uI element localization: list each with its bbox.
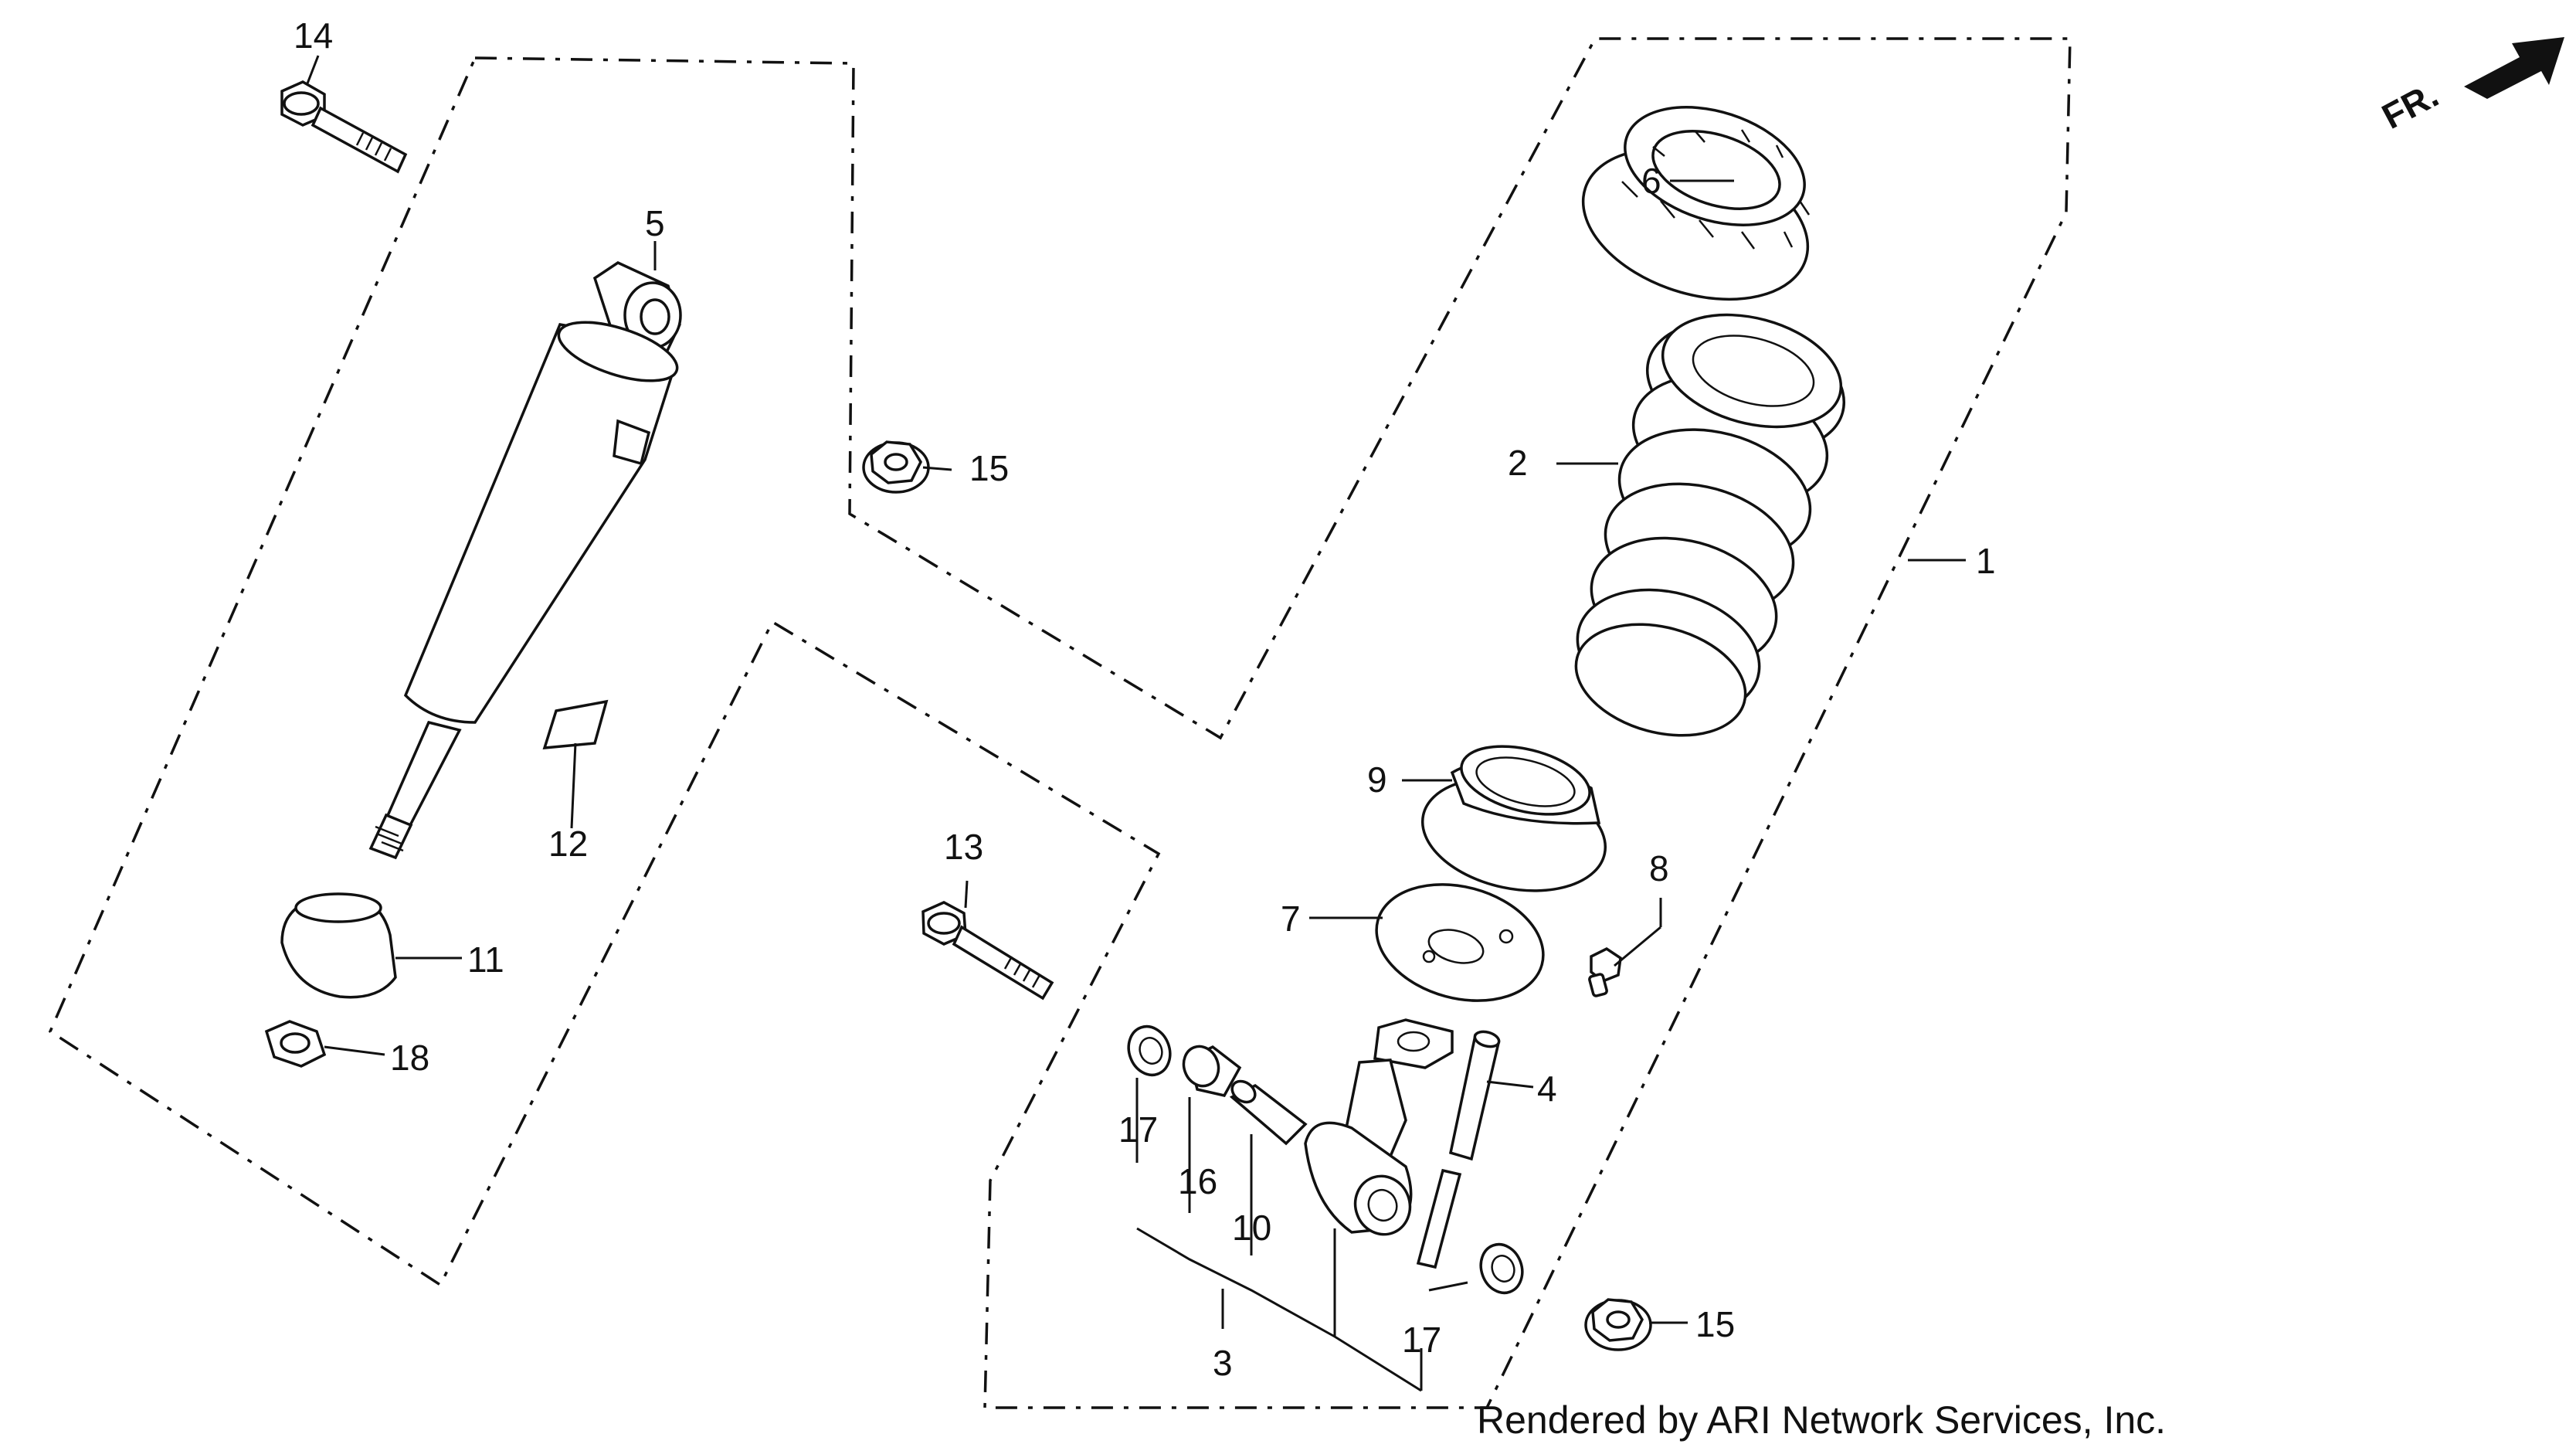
callout-7: 7 [1281, 899, 1301, 939]
callout-10: 10 [1232, 1208, 1271, 1248]
callout-3: 3 [1213, 1343, 1233, 1383]
part-16-bushing [1182, 1045, 1242, 1097]
callout-15-upper: 15 [969, 448, 1009, 488]
part-6-spring-retainer [1581, 106, 1811, 301]
callout-11: 11 [467, 939, 504, 980]
part-18-nut [264, 1020, 327, 1068]
part-5-shock-absorber [368, 261, 682, 860]
callout-2: 2 [1508, 443, 1528, 483]
part-10-collar [1229, 1079, 1308, 1146]
callout-8: 8 [1649, 848, 1669, 888]
callout-15-lower: 15 [1695, 1304, 1735, 1344]
callout-14: 14 [294, 15, 333, 56]
part-2-coil-spring [1574, 313, 1846, 737]
callout-9: 9 [1367, 759, 1387, 800]
callout-labels: 14 5 15 6 2 1 9 7 8 4 12 11 18 13 17 16 … [294, 15, 1996, 1383]
callout-17-right: 17 [1402, 1320, 1441, 1360]
front-label: FR. [2375, 74, 2445, 137]
part-15-flange-nut-lower [1584, 1298, 1652, 1351]
part-9-spring-seat [1420, 745, 1607, 892]
part-17-bearing-left [1127, 1024, 1172, 1077]
part-13-lower-bolt [921, 901, 1054, 1001]
callout-16: 16 [1178, 1161, 1217, 1201]
callout-1: 1 [1976, 541, 1996, 581]
callout-13: 13 [944, 827, 983, 867]
callout-17-left: 17 [1118, 1109, 1158, 1150]
callout-4: 4 [1537, 1069, 1557, 1109]
rendering-credit: Rendered by ARI Network Services, Inc. [1477, 1398, 2166, 1442]
part-12-label [542, 699, 609, 749]
part-4-linkage-arm [1304, 1018, 1501, 1269]
front-arrow-icon [2464, 37, 2564, 99]
part-7-stopper-plate [1375, 883, 1545, 1002]
callout-18: 18 [390, 1038, 429, 1078]
callout-6: 6 [1641, 161, 1661, 201]
leader-lines [306, 55, 1966, 1392]
part-14-upper-bolt [280, 80, 408, 174]
callout-5: 5 [645, 203, 665, 243]
part-17-bearing-right [1479, 1242, 1524, 1295]
shock-absorber-group-outline [48, 37, 2072, 1409]
part-11-bump-stop [280, 892, 397, 999]
part-15-flange-nut-upper [862, 440, 930, 494]
front-direction-indicator: FR. [2375, 37, 2564, 137]
part-8-grease-fitting [1588, 946, 1622, 997]
callout-12: 12 [548, 824, 588, 864]
